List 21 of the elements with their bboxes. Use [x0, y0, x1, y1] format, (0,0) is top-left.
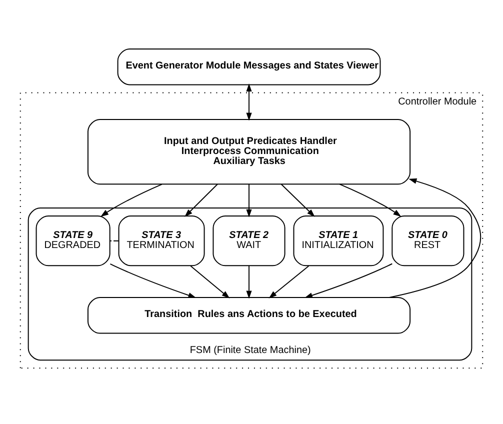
node-box: STATE 3 TERMINATION	[118, 214, 205, 266]
arrow	[280, 183, 315, 216]
node-box: STATE 1 INITIALIZATION	[293, 214, 384, 266]
arrow	[100, 183, 162, 216]
node-box: STATE 2 WAIT	[212, 214, 286, 266]
node-box: STATE 9 DEGRADED	[36, 214, 110, 266]
node-box: STATE 0 REST	[392, 214, 464, 266]
arrow	[304, 262, 393, 298]
arrow	[184, 183, 218, 216]
arrow	[190, 265, 230, 298]
arrow	[110, 262, 196, 298]
node-box: Transition Rules ans Actions to be Executed	[87, 296, 411, 334]
node-box: Event Generator Module Messages and States Viewer	[117, 48, 381, 85]
arrow	[246, 183, 252, 217]
arrow	[388, 178, 482, 298]
arrow	[246, 83, 252, 120]
arrow	[268, 265, 310, 298]
arrow	[246, 265, 252, 298]
arrow	[339, 183, 402, 216]
node-box: Input and Output Predicates Handler Interprocess Communication Auxiliary Tasks	[87, 118, 411, 184]
connector	[110, 240, 119, 241]
